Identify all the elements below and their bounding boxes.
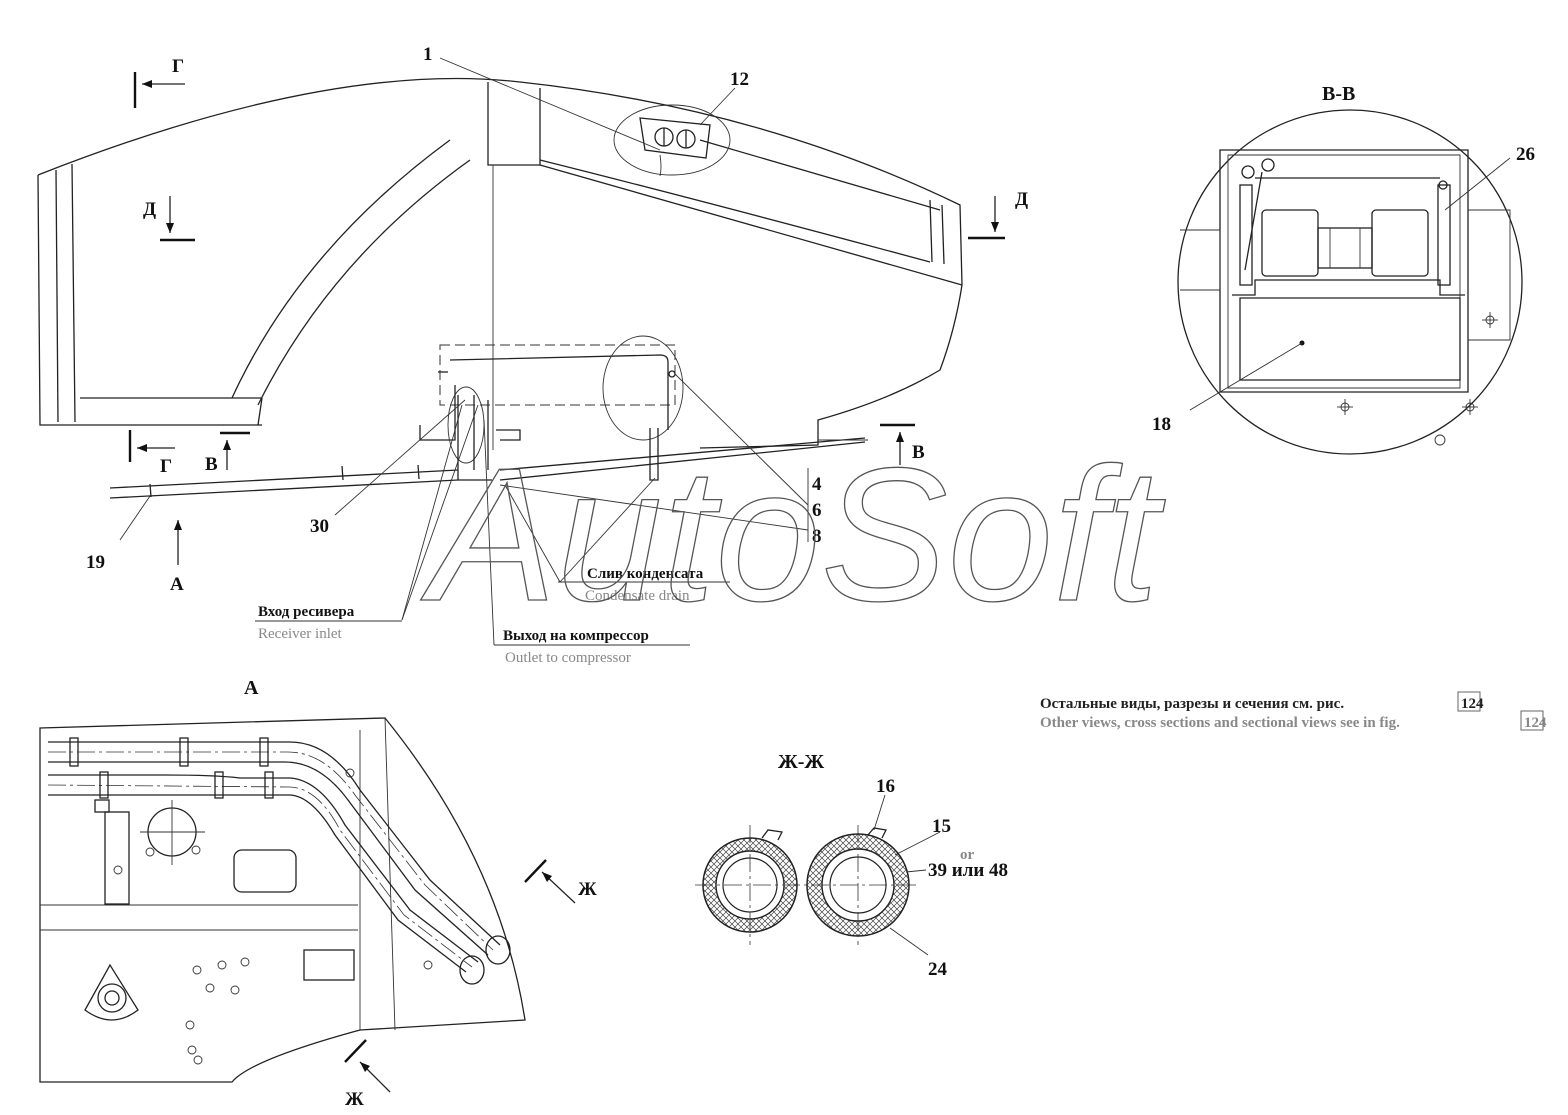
svg-text:Остальные виды, разрезы и сече: Остальные виды, разрезы и сечения см. ри… xyxy=(1040,696,1344,712)
compressor-label-ru: Выход на компрессор xyxy=(503,628,649,644)
section-d-right-label: Д xyxy=(1015,189,1028,210)
section-zh-top-label: Ж xyxy=(578,879,597,900)
view-a-title: А xyxy=(244,677,259,699)
view-a-arrow-label: А xyxy=(170,574,184,595)
callout-16: 16 xyxy=(876,776,895,797)
receiver-label-ru: Вход ресивера xyxy=(258,604,355,620)
section-g-bottom-label: Г xyxy=(160,456,172,477)
view-zh-title: Ж-Ж xyxy=(778,751,824,773)
receiver-label-en: Receiver inlet xyxy=(258,626,343,642)
callout-24: 24 xyxy=(928,959,948,980)
compressor-label-en: Outlet to compressor xyxy=(505,650,631,666)
callout-or: or xyxy=(960,847,975,863)
note-en-text: Other views, cross sections and sectiona… xyxy=(1040,715,1400,731)
section-v-right-label: В xyxy=(912,442,925,463)
view-bb-title: В-В xyxy=(1322,83,1355,105)
section-g-top-label: Г xyxy=(172,56,184,77)
section-zh-bottom-label: Ж xyxy=(345,1089,364,1110)
main-side-view: Г Г Д Д В В А 1 12 30 19 xyxy=(37,44,1028,666)
callout-30: 30 xyxy=(310,516,329,537)
section-view-zh: Ж-Ж 16 15 or 39 или 48 24 xyxy=(695,751,1008,980)
section-v-left-label: В xyxy=(205,454,218,475)
callout-4: 4 xyxy=(812,474,822,495)
callout-15: 15 xyxy=(932,816,951,837)
callout-19: 19 xyxy=(86,552,105,573)
callout-18: 18 xyxy=(1152,414,1171,435)
view-a: А xyxy=(39,677,597,1110)
section-view-bb: В-В 26 18 xyxy=(1152,83,1535,455)
reference-note: Остальные виды, разрезы и сечения см. ри… xyxy=(1040,691,1547,731)
callout-39-48: 39 или 48 xyxy=(928,860,1008,881)
note-en-ref: 124 xyxy=(1524,715,1547,731)
section-d-left-label: Д xyxy=(143,199,156,220)
autosoft-watermark: AutoSoft xyxy=(420,429,1166,641)
callout-1: 1 xyxy=(423,44,433,65)
note-ru-ref: 124 xyxy=(1461,696,1484,712)
drain-label-ru: Слив конденсата xyxy=(587,566,704,582)
callout-8: 8 xyxy=(812,526,822,547)
callout-12: 12 xyxy=(730,69,749,90)
callout-6: 6 xyxy=(812,500,822,521)
svg-text:Other views, cross sections an: Other views, cross sections and sectiona… xyxy=(1040,715,1400,731)
drain-label-en: Condensate drain xyxy=(585,588,690,604)
fastener-marks xyxy=(113,768,433,1065)
callout-26: 26 xyxy=(1516,144,1535,165)
note-ru-text: Остальные виды, разрезы и сечения см. ри… xyxy=(1040,696,1344,712)
